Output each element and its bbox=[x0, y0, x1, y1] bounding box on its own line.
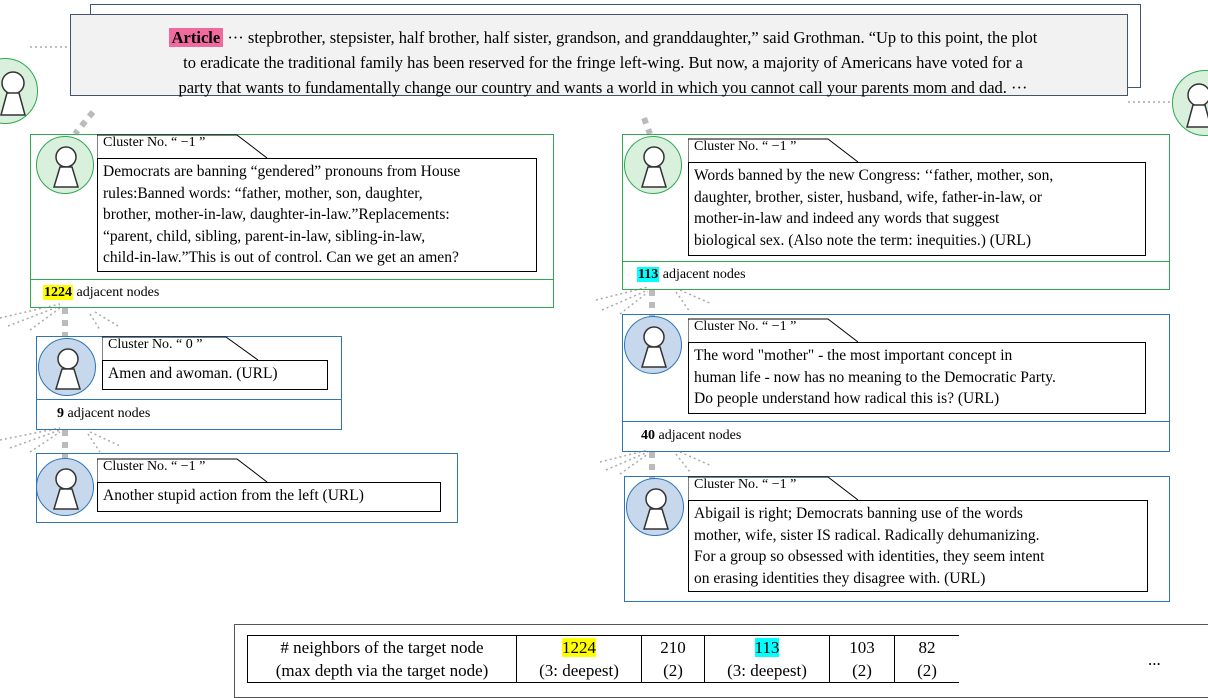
cluster-label-5: Cluster No. “ −1 ” bbox=[688, 318, 860, 342]
post-text-5: The word "mother" - the most important c… bbox=[688, 342, 1146, 414]
adjacent-count-2: 9 bbox=[57, 406, 64, 421]
table-row: # neighbors of the target node(max depth… bbox=[247, 635, 959, 683]
adjacent-count-5: 40 bbox=[641, 428, 655, 443]
table-ellipsis: ... bbox=[1148, 650, 1161, 669]
neighbor-table: # neighbors of the target node(max depth… bbox=[247, 635, 959, 683]
node-footer-2: 9 adjacent nodes bbox=[37, 399, 341, 429]
edge-avatar-left bbox=[0, 58, 38, 124]
cluster-label-3: Cluster No. “ −1 ” bbox=[97, 458, 269, 482]
cluster-label-6: Cluster No. “ −1 ” bbox=[688, 476, 860, 500]
table-cell: 82(2) bbox=[894, 635, 959, 683]
cluster-label-1: Cluster No. “ −1 ” bbox=[97, 134, 269, 158]
cluster-label-4: Cluster No. “ −1 ” bbox=[688, 138, 860, 162]
node-panel-4: 113 adjacent nodes bbox=[622, 134, 1170, 290]
article-line-3: party that wants to fundamentally change… bbox=[178, 78, 1028, 97]
post-text-6: Abigail is right; Democrats banning use … bbox=[688, 500, 1148, 592]
article-line-2: to eradicate the traditional family has … bbox=[183, 53, 1023, 72]
node-footer-1: 1224 adjacent nodes bbox=[31, 279, 553, 307]
edge-avatar-right bbox=[1172, 70, 1208, 136]
node-panel-5: 40 adjacent nodes bbox=[622, 314, 1170, 452]
node-footer-4: 113 adjacent nodes bbox=[623, 261, 1169, 289]
post-text-3: Another stupid action from the left (URL… bbox=[97, 482, 441, 512]
node-footer-5: 40 adjacent nodes bbox=[623, 421, 1169, 451]
avatar-icon bbox=[624, 136, 682, 194]
article-box: Article ··· stepbrother, stepsister, hal… bbox=[70, 14, 1128, 97]
table-header-cell: # neighbors of the target node(max depth… bbox=[247, 635, 517, 683]
table-cell: 103(2) bbox=[829, 635, 895, 683]
post-text-2: Amen and awoman. (URL) bbox=[102, 360, 328, 390]
avatar-icon bbox=[36, 458, 94, 516]
cluster-label-2: Cluster No. “ 0 ” bbox=[102, 336, 262, 360]
avatar-icon bbox=[36, 136, 94, 194]
article-line-1: Article ··· stepbrother, stepsister, hal… bbox=[89, 25, 1117, 50]
node-panel-2: 9 adjacent nodes bbox=[36, 336, 342, 430]
avatar-icon bbox=[626, 478, 684, 536]
post-text-1: Democrats are banning “gendered” pronoun… bbox=[97, 158, 537, 272]
table-cell: 210(2) bbox=[641, 635, 705, 683]
adjacent-count-4: 113 bbox=[637, 267, 660, 282]
adjacent-count-1: 1224 bbox=[43, 285, 73, 300]
avatar-icon bbox=[38, 338, 96, 396]
post-text-4: Words banned by the new Congress: ‘‘fath… bbox=[688, 162, 1146, 256]
table-cell: 113(3: deepest) bbox=[704, 635, 830, 683]
article-tag: Article bbox=[168, 28, 224, 47]
node-panel-6 bbox=[624, 476, 1170, 602]
avatar-icon bbox=[624, 316, 682, 374]
node-panel-1: 1224 adjacent nodes bbox=[30, 134, 554, 308]
table-cell: 1224(3: deepest) bbox=[516, 635, 642, 683]
